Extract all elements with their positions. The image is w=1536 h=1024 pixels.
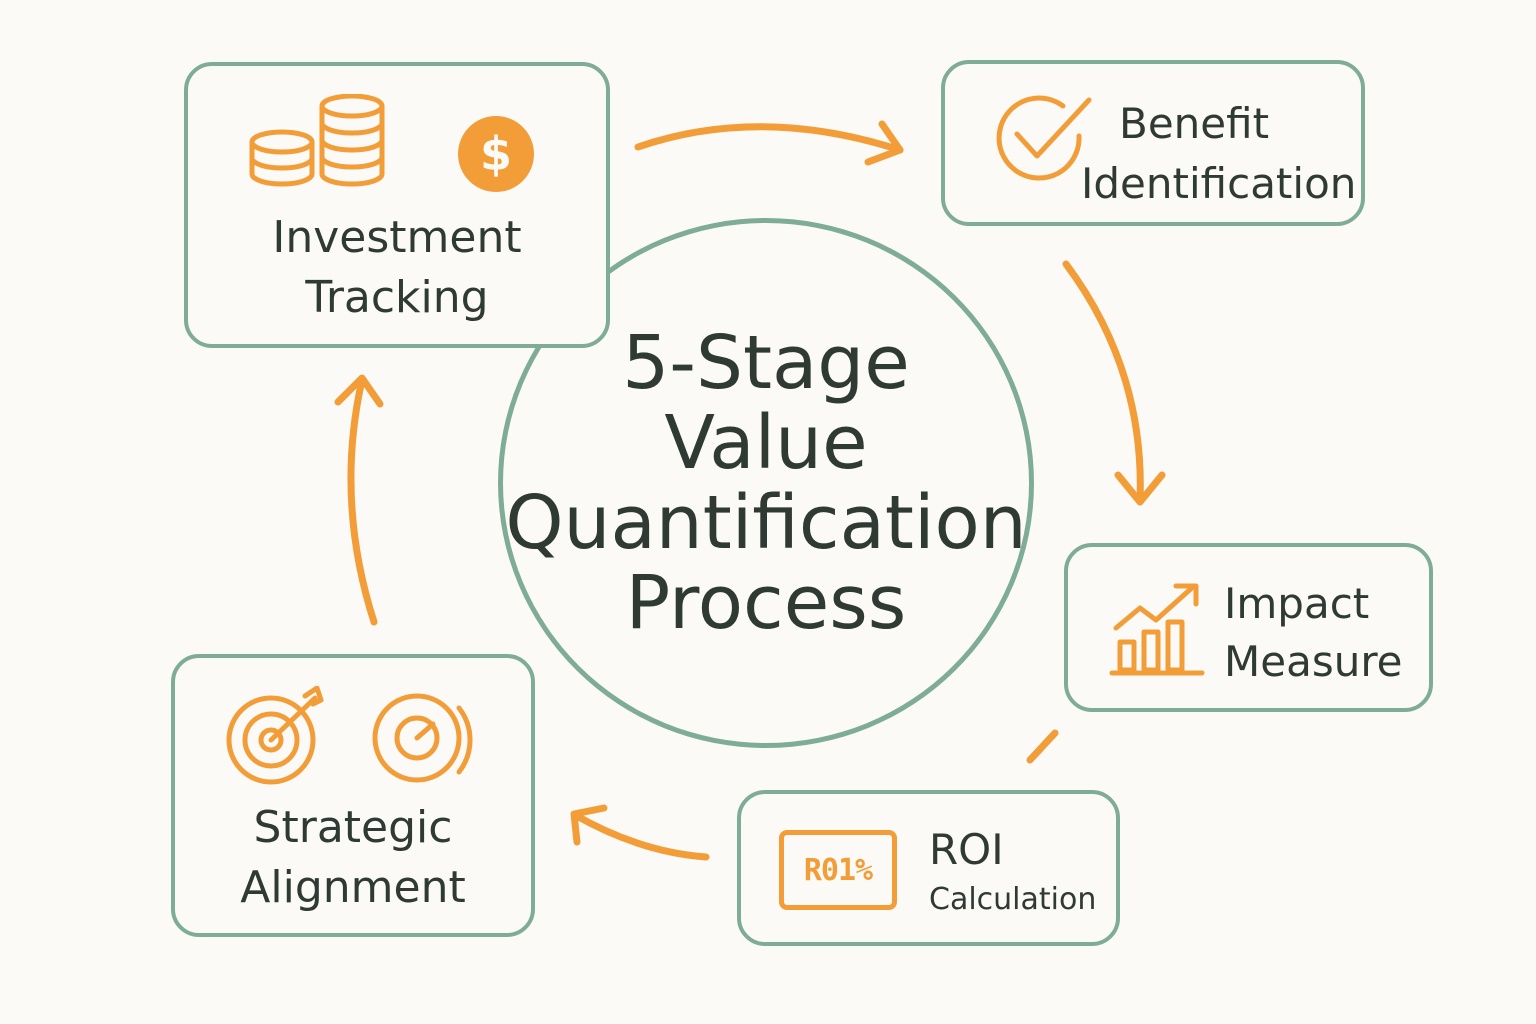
dollar-coin-icon: $ [458,116,534,192]
roi-calculation-label: ROI Calculation [929,822,1109,922]
roi-line-2: Calculation [929,882,1097,917]
investment-line-2: Tracking [305,272,489,323]
target-icon [372,693,473,783]
strategic-line-2: Alignment [240,862,466,913]
benefit-identification-label: Benefit Identification [1081,94,1357,214]
stage-benefit-identification: Benefit Identification [941,60,1365,226]
arrow-roi-to-strategic [571,811,710,861]
benefit-line-1: Benefit [1119,99,1270,148]
center-circle: 5-Stage Value Quantification Process [498,218,1034,748]
arrow-benefit-to-impact-head [1114,471,1166,506]
center-title-line-4: Process [625,560,907,646]
investment-line-1: Investment [272,212,522,263]
benefit-line-2: Identification [1081,159,1357,208]
center-title-line-2: Value [664,400,868,486]
arrow-benefit-to-impact [1062,260,1144,504]
stage-roi-calculation: R01% ROI Calculation [737,790,1120,946]
svg-text:$: $ [480,127,512,181]
bar-chart-trend-icon [1109,583,1205,676]
roi-line-1: ROI [929,825,1004,874]
arrow-impact-to-roi [1026,729,1059,764]
impact-measure-label: Impact Measure [1224,575,1424,691]
arrow-strategic-to-investment [347,376,378,626]
stage-investment-tracking: $ Investment Tracking [184,62,610,348]
strategic-alignment-label: Strategic Alignment [175,798,531,918]
roi-badge-text: R01% [803,852,873,888]
target-arrow-icon [226,686,324,785]
center-title: 5-Stage Value Quantification Process [505,323,1026,643]
strategic-line-1: Strategic [253,802,453,853]
center-title-line-1: 5-Stage [622,320,910,406]
arrow-roi-to-strategic-head [570,804,608,846]
impact-line-1: Impact [1224,579,1370,628]
impact-line-2: Measure [1224,637,1403,686]
arrow-investment-to-benefit [634,123,904,154]
arrow-investment-to-benefit-head [864,120,904,166]
roi-badge-icon: R01% [779,830,897,910]
arrow-strategic-to-investment-head [334,374,384,408]
center-title-line-3: Quantification [505,480,1027,566]
check-circle-icon [996,95,1092,181]
coins-icon [249,94,385,187]
stage-impact-measure: Impact Measure [1064,543,1433,712]
stage-strategic-alignment: Strategic Alignment [171,654,535,937]
investment-tracking-label: Investment Tracking [188,208,606,328]
